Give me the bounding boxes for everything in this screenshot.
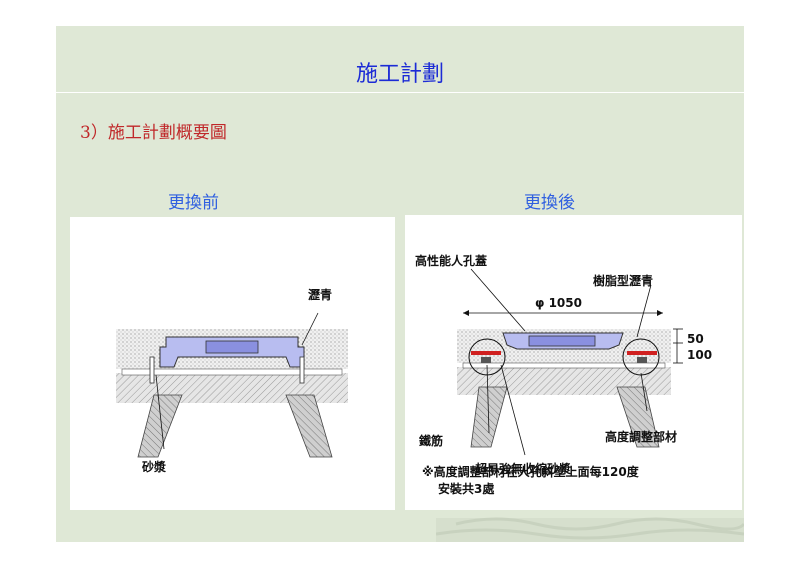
wall-left-after xyxy=(470,386,508,448)
wall-right xyxy=(285,394,333,458)
page-title: 施工計劃 xyxy=(355,62,444,87)
label-diameter: φ 1050 xyxy=(535,296,582,310)
label-adjust: 高度調整部材 xyxy=(605,429,677,444)
label-resin: 樹脂型瀝青 xyxy=(593,273,653,288)
slide: 施工計劃 3）施工計劃概要圖 更換前 更換後 xyxy=(56,26,744,542)
label-cover: 高性能人孔蓋 xyxy=(415,253,487,268)
label-asphalt: 瀝青 xyxy=(308,287,332,302)
after-diagram-panel: φ 1050 50 100 xyxy=(405,215,742,510)
installation-note: ※高度調整部材在人孔斜壁上面每120度 安裝共3處 xyxy=(422,464,742,498)
decorative-watermark xyxy=(436,517,744,542)
wall-left xyxy=(137,394,183,458)
title-divider xyxy=(56,92,744,93)
before-diagram: 瀝青 砂漿 xyxy=(116,287,348,474)
note-line-1: ※高度調整部材在人孔斜壁上面每120度 xyxy=(422,465,639,479)
before-heading: 更換前 xyxy=(168,193,219,213)
label-mortar-after: 超早強無收縮砂漿 xyxy=(474,461,571,476)
label-rebar: 鐵筋 xyxy=(419,433,443,448)
label-dim-50: 50 xyxy=(687,332,704,346)
wall-right-after xyxy=(616,386,660,448)
section-subtitle: 3）施工計劃概要圖 xyxy=(80,123,227,143)
after-diagram: φ 1050 50 100 xyxy=(415,253,712,476)
label-mortar-before: 砂漿 xyxy=(141,459,166,474)
after-heading: 更換後 xyxy=(524,193,575,213)
before-diagram-panel: 瀝青 砂漿 xyxy=(70,217,395,510)
label-dim-100: 100 xyxy=(687,348,712,362)
note-line-2: 安裝共3處 xyxy=(438,482,495,496)
